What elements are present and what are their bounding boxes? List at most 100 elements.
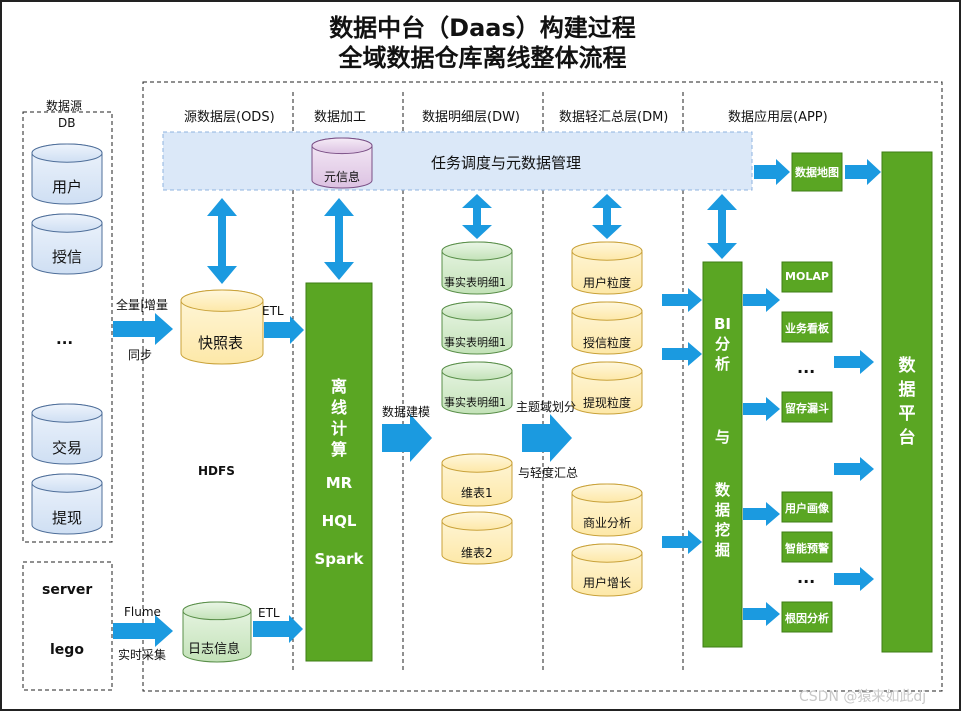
dm-credit: [571, 301, 643, 355]
arrows: [113, 159, 881, 647]
bi-label-top: BI 分 析: [703, 314, 742, 374]
warehouse-frame: [142, 81, 943, 692]
compute-char-4: 算: [330, 440, 347, 459]
dm-business: [571, 483, 643, 537]
hdfs-label: HDFS: [198, 464, 235, 478]
etl-bottom-label: ETL: [258, 606, 280, 620]
source-to-ods-arrow: [113, 313, 173, 345]
watermark: CSDN @猿来如此dj: [799, 689, 927, 705]
bi-char-7: 挖: [714, 521, 730, 539]
dm-item-4: 商业分析: [583, 516, 632, 530]
db-cylinder-trade: [31, 403, 103, 465]
app-attribution-label: 根因分析: [785, 612, 829, 625]
bi-to-portrait-arrow: [743, 502, 780, 526]
compute-char-2: 线: [330, 398, 347, 417]
platform-char-2: 据: [898, 380, 916, 400]
compute-char-3: 计: [330, 419, 347, 438]
dw-dim-2: [441, 511, 513, 565]
flume-label: Flume: [124, 605, 161, 619]
platform-char-4: 台: [898, 428, 916, 448]
light-summary-label: 与轻度汇总: [518, 466, 579, 480]
dm-withdraw: [571, 361, 643, 415]
app-retention-funnel: [781, 391, 833, 423]
dw-fact-2: [441, 301, 513, 355]
app-ellipsis-2: ...: [797, 568, 816, 587]
snapshot-cylinder: [180, 289, 264, 365]
scheduling-banner: [162, 131, 753, 191]
dw-fact-1: [441, 241, 513, 295]
db-item-ellipsis: ...: [56, 330, 74, 348]
log-item-lego: lego: [50, 642, 84, 658]
modeling-label: 数据建模: [382, 405, 431, 419]
layer-header-proc: 数据加工: [314, 110, 367, 125]
dm-user: [571, 241, 643, 295]
app-business-board: [781, 311, 833, 343]
snapshot-etl-arrow: [264, 316, 304, 344]
app-board-label: 业务看板: [785, 322, 829, 335]
app-portrait-label: 用户画像: [785, 502, 829, 515]
app-data-map: [791, 152, 843, 192]
apps-to-platform-arrow-2: [834, 457, 874, 481]
bi-label-and: 与: [714, 428, 730, 446]
layer-header-app: 数据应用层(APP): [728, 110, 828, 125]
full-inc-label: 全量|增量: [116, 298, 169, 312]
db-cylinder-user: [31, 143, 103, 205]
db-item-trade: 交易: [52, 439, 83, 457]
bi-char-5: 数: [714, 481, 730, 499]
realtime-label: 实时采集: [118, 648, 167, 662]
meta-cylinder: [311, 137, 373, 189]
platform-char-1: 数: [898, 356, 916, 376]
log-source-frame: [22, 561, 113, 691]
dm-item-1: 用户粒度: [583, 276, 632, 290]
app-smart-warning: [781, 531, 833, 563]
green-blocks: [305, 151, 933, 662]
dw-item-dim1: 维表1: [461, 486, 493, 500]
snapshot-label: 快照表: [198, 334, 244, 352]
layer-header-dm: 数据轻汇总层(DM): [559, 110, 669, 125]
app-map-label: 数据地图: [795, 166, 839, 179]
db-item-withdraw: 提现: [52, 509, 83, 527]
dm-to-bi-arrow-1: [662, 288, 702, 312]
dm-banner-link: [592, 194, 622, 239]
log-item-server: server: [42, 582, 93, 598]
platform-char-3: 平: [898, 404, 916, 424]
spark-label: Spark: [314, 550, 364, 568]
log-info-cylinder: [182, 601, 252, 663]
log-info-label: 日志信息: [188, 642, 241, 657]
bi-to-funnel-arrow: [743, 397, 780, 421]
app-molap-label: MOLAP: [785, 270, 829, 283]
data-platform-block: [881, 151, 933, 653]
ods-banner-link: [207, 198, 237, 284]
title-line-1: 数据中台（Daas）构建过程: [329, 14, 636, 42]
map-to-platform-arrow: [845, 159, 881, 185]
dm-growth: [571, 543, 643, 597]
db-item-credit: 授信: [52, 248, 83, 266]
db-item-user: 用户: [52, 178, 83, 196]
bi-mining-block: [702, 261, 743, 648]
app-warning-label: 智能预警: [785, 542, 829, 555]
banner-to-map-arrow: [754, 159, 790, 185]
apps-to-platform-arrow-1: [834, 350, 874, 374]
modeling-arrow: [382, 414, 432, 462]
mr-label: MR: [325, 474, 353, 492]
dm-item-2: 授信粒度: [583, 336, 632, 350]
dw-fact-3: [441, 361, 513, 415]
layer-header-dw: 数据明细层(DW): [422, 110, 521, 125]
title-line-2: 全域数据仓库离线整体流程: [338, 44, 627, 72]
bi-banner-link: [707, 194, 737, 259]
db-source-frame: [22, 111, 113, 543]
sync-label: 同步: [128, 348, 153, 362]
bi-to-attribution-arrow: [743, 602, 780, 626]
db-label: DB: [58, 116, 76, 130]
app-user-portrait: [781, 491, 833, 523]
offline-compute-label: 离 线 计 算: [306, 376, 372, 460]
dw-item-1: 事实表明细1: [444, 276, 506, 289]
dm-item-5: 用户增长: [583, 576, 632, 590]
app-ellipsis-1: ...: [797, 358, 816, 377]
dw-dim-1: [441, 453, 513, 507]
layer-header-ods: 源数据层(ODS): [184, 110, 275, 125]
app-molap: [781, 261, 833, 293]
banner-label: 任务调度与元数据管理: [431, 154, 582, 172]
